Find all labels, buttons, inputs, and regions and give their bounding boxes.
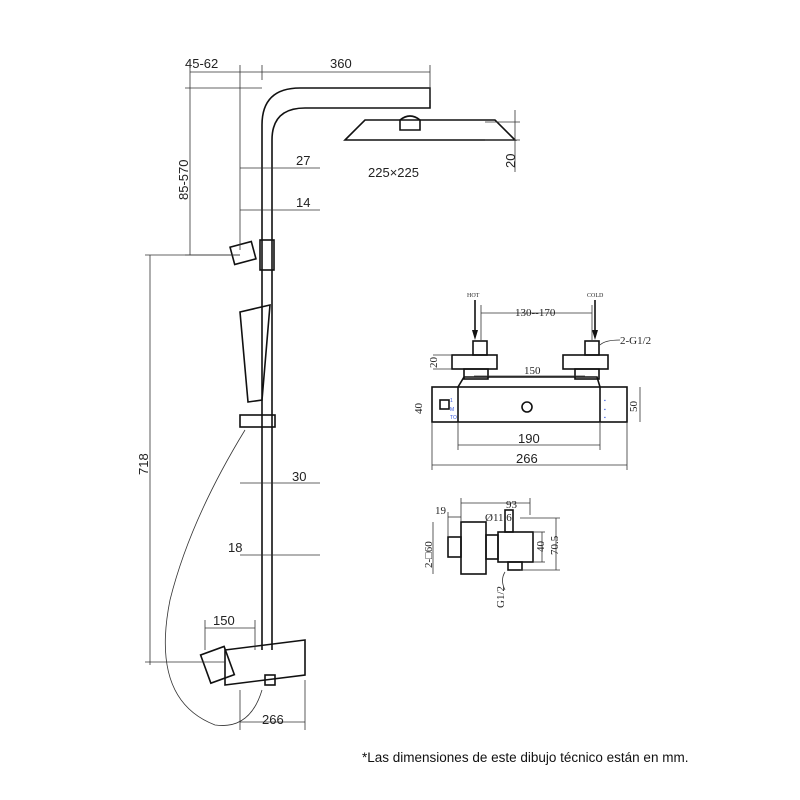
dim-head-size: 225×225	[368, 165, 419, 180]
hand-shower-holder	[239, 414, 276, 428]
dim-side-body-height: 40	[535, 541, 547, 553]
side-thread-label: G1/2	[495, 586, 507, 608]
dim-pipe-mid: 14	[296, 195, 310, 210]
valve-side-view	[432, 498, 560, 591]
dim-inlet-spacing: 130--170	[515, 307, 556, 319]
footnote: *Las dimensiones de este dibujo técnico …	[362, 750, 689, 765]
shower-column	[164, 87, 517, 726]
dim-body-height: 50	[628, 401, 640, 413]
svg-text:TO: TO	[450, 415, 457, 421]
dim-arm-length: 360	[330, 56, 352, 71]
svg-text:▪: ▪	[604, 407, 606, 413]
wall-bracket	[229, 240, 257, 266]
shower-head	[343, 119, 517, 141]
hot-label: HOT	[467, 293, 480, 299]
svg-text:▪: ▪	[604, 398, 606, 404]
dim-end-square: 40	[413, 403, 425, 415]
dim-offset: 45-62	[185, 56, 218, 71]
dim-head-thickness: 20	[503, 154, 518, 168]
dim-nut-depth: 19	[435, 505, 447, 517]
dim-nut-height: 20	[428, 357, 440, 369]
thread-label: 2-G1/2	[620, 335, 651, 347]
dim-inner-width: 190	[518, 431, 540, 446]
slide-bracket	[259, 239, 275, 271]
hand-shower	[239, 303, 271, 403]
dim-diameter: Ø11.6	[485, 512, 512, 524]
valve-body	[224, 639, 306, 686]
dim-valve-center: 150	[213, 613, 235, 628]
dim-total-width: 266	[516, 451, 538, 466]
dim-square: 2-□60	[423, 541, 435, 568]
dim-slide-height: 718	[136, 453, 151, 475]
dim-pipe-lower: 30	[292, 469, 306, 484]
dim-height-adjust: 85-570	[176, 160, 191, 200]
dim-total-height: 70.5	[549, 535, 561, 555]
dim-pipe-top: 27	[296, 153, 310, 168]
svg-text:M: M	[450, 407, 454, 413]
main-dimension-lines	[145, 65, 520, 730]
svg-text:▪: ▪	[604, 415, 606, 421]
dim-centers: 150	[524, 365, 541, 377]
dim-pipe-bottom: 18	[228, 540, 242, 555]
cold-label: COLD	[587, 293, 604, 299]
dim-depth: 93	[506, 499, 518, 511]
dim-valve-width: 266	[262, 712, 284, 727]
svg-text:1: 1	[450, 398, 453, 404]
valve-front-view: 1M TO ▪ ▪ ▪	[431, 300, 641, 470]
